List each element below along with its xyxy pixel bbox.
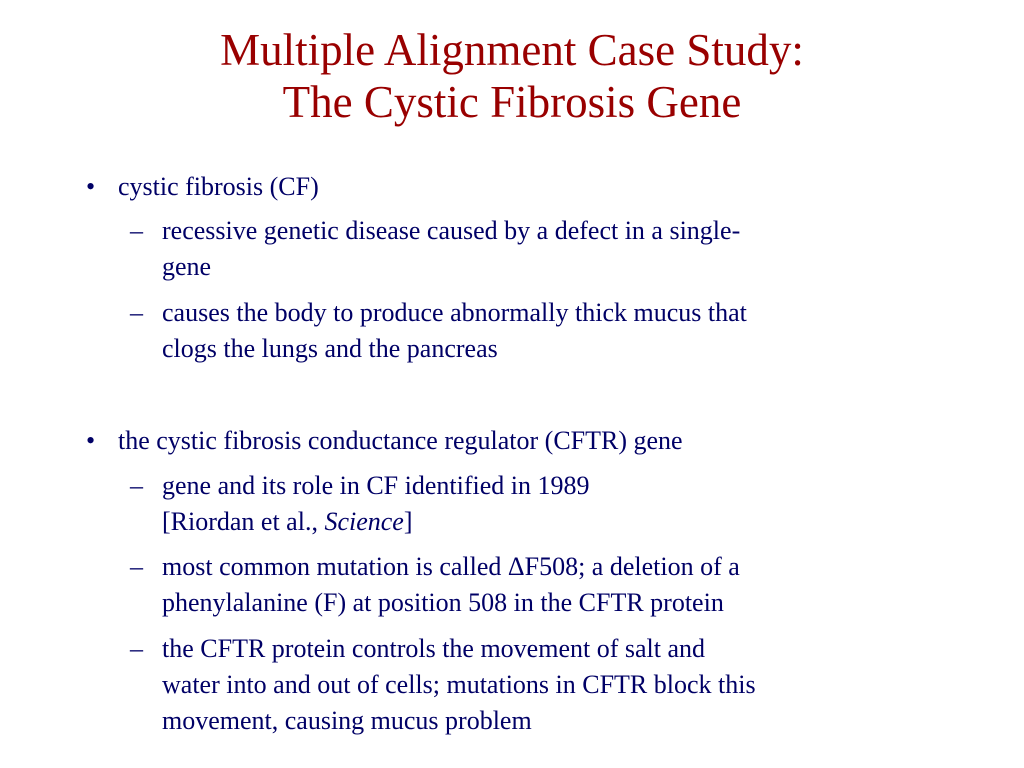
bullet-heading-cftr: the cystic fibrosis conductance regulato…: [118, 426, 683, 455]
bullet-marker-2: •: [86, 426, 96, 455]
sub-item-mutation-line1: most common mutation is called ΔF508; a …: [162, 552, 740, 581]
sub-item-protein-line2: water into and out of cells; mutations i…: [162, 670, 756, 699]
bullet-heading-cf: cystic fibrosis (CF): [118, 172, 319, 201]
sub-item-mucus-line1: causes the body to produce abnormally th…: [162, 298, 747, 327]
sub-item-recessive-line1: recessive genetic disease caused by a de…: [162, 216, 741, 245]
citation-prefix: [Riordan et al.,: [162, 507, 325, 536]
dash-marker-5: –: [130, 634, 143, 663]
slide-title: Multiple Alignment Case Study: The Cysti…: [0, 24, 1024, 128]
dash-marker-1: –: [130, 216, 143, 245]
dash-marker-3: –: [130, 471, 143, 500]
title-line-2: The Cystic Fibrosis Gene: [282, 77, 742, 127]
citation-journal: Science: [324, 507, 404, 536]
sub-item-recessive-line2: gene: [162, 252, 212, 281]
dash-marker-2: –: [130, 298, 143, 327]
sub-item-protein-line1: the CFTR protein controls the movement o…: [162, 634, 706, 663]
sub-item-identified-citation: [Riordan et al., Science]: [162, 507, 413, 537]
sub-item-identified-line1: gene and its role in CF identified in 19…: [162, 471, 590, 500]
title-line-1: Multiple Alignment Case Study:: [220, 25, 804, 75]
sub-item-protein-line3: movement, causing mucus problem: [162, 706, 532, 735]
sub-item-mutation-line2: phenylalanine (F) at position 508 in the…: [162, 588, 724, 617]
sub-item-mucus-line2: clogs the lungs and the pancreas: [162, 334, 498, 363]
citation-suffix: ]: [403, 507, 413, 536]
dash-marker-4: –: [130, 552, 143, 581]
bullet-marker-1: •: [86, 172, 96, 201]
